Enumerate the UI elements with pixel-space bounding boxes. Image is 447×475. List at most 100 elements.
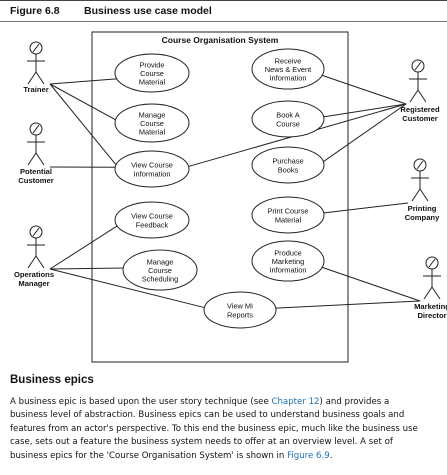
association-marketing-director-produce-marketing-information: [320, 266, 421, 302]
system-boundary: [91, 31, 349, 363]
actor-label: Operations: [14, 270, 54, 279]
association-registered-customer-purchase-books: [320, 103, 407, 164]
actor-trainer: Trainer: [23, 41, 49, 94]
use-case-ellipse: [114, 150, 190, 188]
use-case-ellipse: [251, 196, 325, 234]
actor-left-leg: [423, 286, 433, 300]
actor-head-mark: [32, 124, 40, 134]
actor-right-leg: [431, 286, 441, 300]
use-case-label: Information: [270, 74, 307, 83]
association-trainer-manage-course-material: [49, 83, 119, 122]
actor-label: Company: [405, 213, 440, 222]
use-case-label: Course: [140, 69, 164, 78]
use-case-label: Material: [139, 78, 166, 87]
use-case-label: Material: [275, 215, 302, 224]
use-case-label: Reports: [227, 310, 253, 319]
use-case-label: View MI: [227, 302, 253, 311]
system-boundary-label: Course Organisation System: [162, 35, 279, 45]
actor-label: Potential: [20, 167, 52, 176]
use-case-label: Feedback: [136, 220, 169, 229]
actor-label: Customer: [18, 176, 53, 185]
association-trainer-provide-course-material: [49, 78, 118, 85]
association-operations-manager-view-course-feedback: [49, 224, 119, 270]
actor-label: Trainer: [23, 85, 48, 94]
actor-right-leg: [35, 152, 45, 166]
paragraph-line-3: features from an actor's perspective. To…: [10, 423, 418, 434]
paragraph-line-2: business level of abstraction. Business …: [10, 410, 405, 421]
use-case-label: Scheduling: [142, 275, 179, 284]
association-registered-customer-book-a-course: [321, 103, 407, 118]
use-case-ellipse: [122, 249, 198, 291]
use-case-ellipse: [251, 48, 325, 90]
use-case-label: Receive: [275, 56, 302, 65]
use-case-ellipse: [251, 146, 325, 184]
use-case-ellipse: [251, 100, 325, 138]
use-case-label: Course: [140, 119, 164, 128]
association-trainer-view-course-information: [49, 83, 119, 168]
use-case-label: Produce: [274, 248, 302, 257]
use-case-label: Print Course: [267, 207, 308, 216]
use-case-label: Book A: [276, 111, 299, 120]
use-case-diagram: Course Organisation SystemProvideCourseM…: [14, 31, 447, 363]
association-operations-manager-view-mi-reports: [49, 268, 208, 309]
use-case-label: View Course: [131, 161, 173, 170]
actor-label: Manager: [18, 279, 49, 288]
association-operations-manager-manage-course-scheduling: [49, 267, 126, 270]
actor-head-mark: [32, 43, 40, 53]
association-registered-customer-receive-news-event-information: [320, 74, 407, 105]
figure-number: Figure 6.8: [10, 5, 60, 17]
section-heading: Business epics: [10, 374, 94, 386]
actor-right-leg: [35, 255, 45, 269]
use-case-label: Books: [278, 165, 299, 174]
actor-left-leg: [411, 188, 421, 202]
actor-label: Printing: [408, 204, 437, 213]
actor-head-mark: [414, 61, 422, 71]
use-case-label: Course: [276, 119, 300, 128]
actor-right-leg: [419, 188, 429, 202]
use-case-ellipse: [114, 53, 190, 93]
paragraph-line-4: case, sets out a feature the business sy…: [10, 437, 393, 448]
actor-right-leg: [35, 71, 45, 85]
actor-left-leg: [27, 255, 37, 269]
use-case-label: Course: [148, 266, 172, 275]
paragraph-line-1: A business epic is based upon the user s…: [10, 397, 390, 407]
actor-left-leg: [27, 71, 37, 85]
actor-label: Registered: [400, 105, 440, 114]
use-case-label: Marketing: [272, 257, 304, 266]
figure-header: Figure 6.8 Business use case model: [0, 0, 447, 22]
actor-head-mark: [32, 227, 40, 237]
actor-head-mark: [416, 160, 424, 170]
actor-label: Director: [417, 311, 446, 320]
actor-right-leg: [417, 89, 427, 103]
figure-title: Business use case model: [84, 5, 212, 17]
actor-head-mark: [428, 258, 436, 268]
chapter-12-link[interactable]: Chapter 12: [271, 397, 320, 407]
use-case-ellipse: [114, 201, 190, 239]
use-case-label: Manage: [147, 257, 174, 266]
figure-6-9-link[interactable]: Figure 6.9: [287, 450, 330, 461]
use-case-label: Provide: [139, 60, 164, 69]
actor-left-leg: [409, 89, 419, 103]
use-case-ellipse: [114, 103, 190, 143]
use-case-ellipse: [203, 291, 277, 329]
use-case-label: View Course: [131, 212, 173, 221]
use-case-label: Manage: [139, 110, 166, 119]
association-marketing-director-view-mi-reports: [273, 300, 421, 309]
paragraph-line-5: business epics for the 'Course Organisat…: [10, 450, 333, 461]
association-printing-company-print-course-material: [321, 202, 409, 214]
actor-left-leg: [27, 152, 37, 166]
